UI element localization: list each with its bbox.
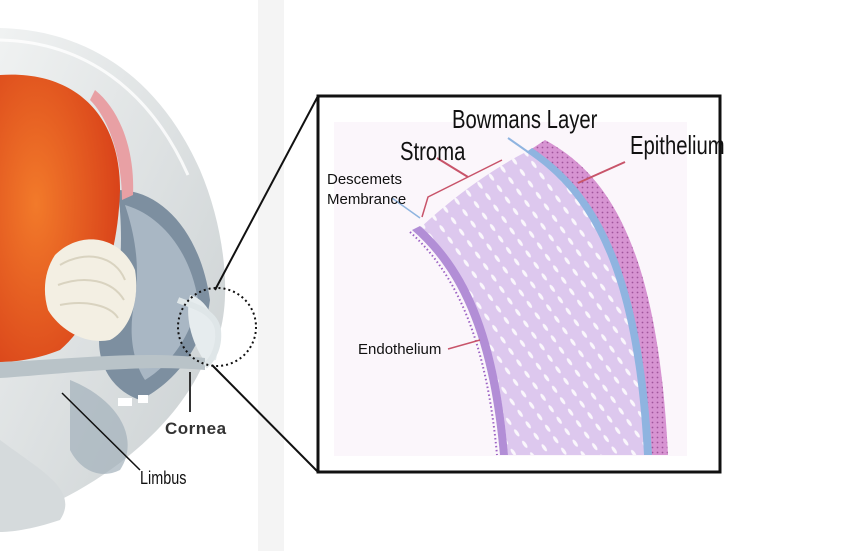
lower-band <box>0 354 205 378</box>
magnify-circle <box>177 287 257 367</box>
stroma-layer <box>420 152 644 455</box>
tissue-gap <box>138 395 148 403</box>
cornea-surface <box>176 297 222 369</box>
label-descemets-membrane: Descemets Membrance <box>327 170 406 210</box>
connector-line-bottom <box>211 364 319 473</box>
descemets-layer <box>412 226 508 455</box>
ciliary-highlight <box>125 205 198 380</box>
label-descemets-line2: Membrance <box>327 191 407 208</box>
lens-fiber <box>57 279 125 301</box>
label-bowmans-layer: Bowmans Layer <box>452 104 598 134</box>
endothelium-leader <box>447 339 481 350</box>
eye-cross-section <box>0 28 226 532</box>
choroid-band <box>90 90 134 200</box>
epithelium-leader <box>577 161 626 184</box>
lens-fiber <box>59 255 126 281</box>
anterior-chamber <box>188 295 218 362</box>
label-descemets-line1: Descemets <box>327 171 403 188</box>
endothelium-layer <box>409 231 498 456</box>
sclera-bottom <box>0 440 66 532</box>
descemets-leader <box>391 197 421 219</box>
lens-fiber <box>59 302 119 319</box>
tissue-gap <box>118 398 132 406</box>
background-band <box>258 0 284 551</box>
inset-content <box>334 122 687 456</box>
label-epithelium: Epithelium <box>630 130 725 160</box>
connector-line-top <box>214 95 319 291</box>
limbus-pointer-line <box>61 392 141 471</box>
stroma-leader <box>436 157 469 178</box>
epithelium-layer <box>530 140 668 455</box>
bowmans-leader <box>507 137 529 153</box>
stroma-leader-bracket <box>421 159 503 218</box>
lower-tissue <box>70 380 128 474</box>
label-stroma: Stroma <box>400 136 466 166</box>
bowmans-layer <box>525 148 652 455</box>
label-endothelium: Endothelium <box>358 341 442 358</box>
sclera-highlight <box>0 38 190 176</box>
label-limbus: Limbus <box>140 468 187 488</box>
label-cornea: Cornea <box>165 419 227 438</box>
